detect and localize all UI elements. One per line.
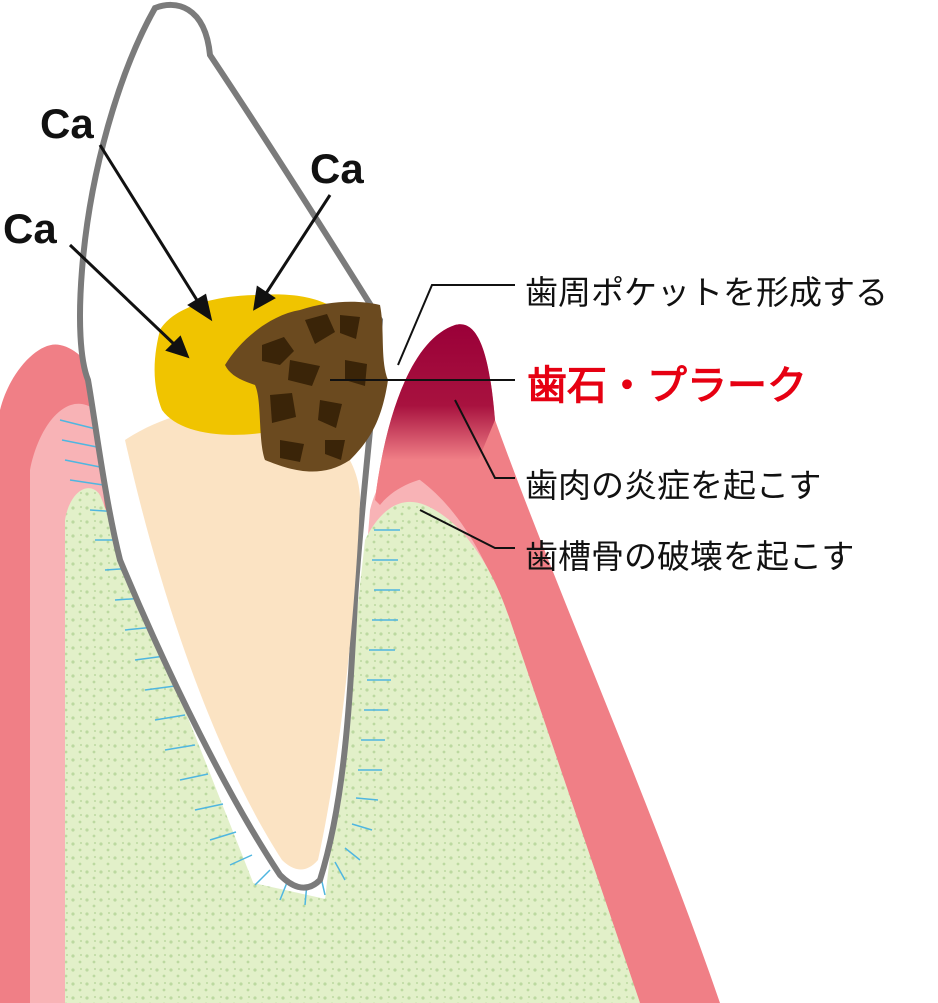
center-bone — [240, 880, 340, 1003]
ca-arrows — [68, 144, 332, 359]
ca-label-2: Ca — [310, 145, 364, 192]
gingivitis-label: 歯肉の炎症を起こす — [525, 466, 822, 505]
ca-label-1: Ca — [40, 100, 94, 147]
left-alveolar-bone — [65, 488, 300, 1003]
right-alveolar-bone — [325, 501, 640, 1003]
periodontal-ligament-fibers — [59, 419, 400, 906]
dentin — [125, 406, 360, 870]
inflamed-gum — [375, 324, 495, 505]
bone-destruction-label: 歯槽骨の破壊を起こす — [525, 537, 855, 576]
leader-lines — [330, 284, 515, 549]
ca-label-3: Ca — [3, 205, 57, 252]
tartar-plaque-label: 歯石・プラーク — [527, 363, 807, 409]
periodontal-pocket-label: 歯周ポケットを形成する — [525, 273, 888, 312]
